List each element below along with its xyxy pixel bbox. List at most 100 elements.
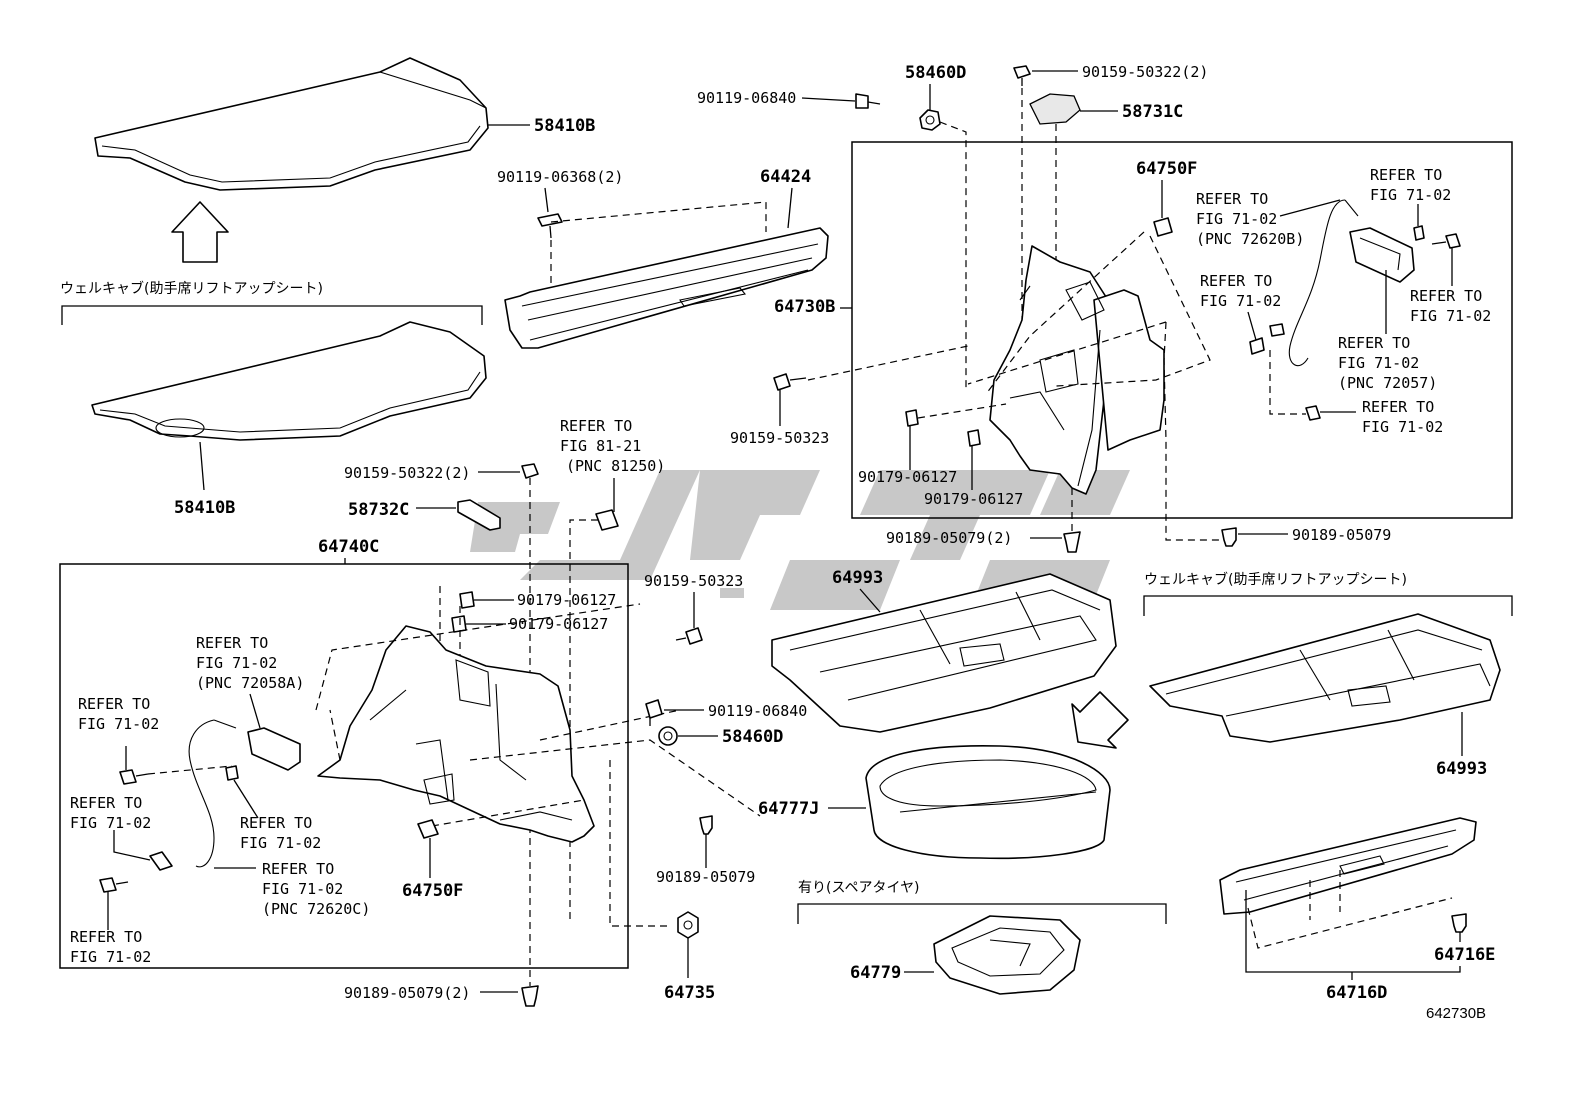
ref-fig-71-02-left-connector: REFER TO FIG 71-02: [70, 794, 151, 832]
label-90189-05079-mid: 90189-05079: [656, 868, 755, 886]
svg-text:REFER TO: REFER TO: [240, 814, 312, 832]
svg-text:FIG 71-02: FIG 71-02: [1370, 186, 1451, 204]
svg-text:REFER TO: REFER TO: [1338, 334, 1410, 352]
bolt-71-02-left-b: [99, 877, 129, 893]
clip-90179-06127-a: [905, 409, 919, 427]
clip-71-02-a: [1413, 225, 1425, 241]
nut-58460D-top: [919, 109, 941, 131]
svg-text:(PNC 72620C): (PNC 72620C): [262, 900, 370, 918]
label-90179-06127-d: 90179-06127: [509, 615, 608, 633]
svg-text:REFER TO: REFER TO: [1410, 287, 1482, 305]
variant-bracket-left: [61, 305, 483, 325]
svg-text:FIG 71-02: FIG 71-02: [262, 880, 343, 898]
variant-label-welcab-left: ウェルキャブ(助手席リフトアップシート): [60, 280, 323, 297]
svg-text:REFER TO: REFER TO: [70, 928, 142, 946]
label-64424: 64424: [760, 167, 811, 187]
clip-90179-06127-d: [451, 615, 467, 633]
ref-fig-71-02-left-bolt-a: REFER TO FIG 71-02: [78, 695, 159, 733]
spare-cushion-64779: [933, 915, 1081, 995]
clip-64716E: [1451, 913, 1467, 933]
nut-58460D-mid: [658, 726, 678, 746]
clip-71-02-left: [225, 765, 239, 781]
scuff-plate-64716D: [1219, 817, 1477, 915]
ref-fig-71-02-bolt-right: REFER TO FIG 71-02: [1410, 287, 1491, 325]
variant-label-spare-tire: 有り(スペアタイヤ): [798, 880, 920, 896]
label-90179-06127-c: 90179-06127: [517, 591, 616, 609]
svg-text:REFER TO: REFER TO: [1362, 398, 1434, 416]
label-90189-05079-2-bottom: 90189-05079(2): [344, 984, 470, 1002]
luggage-tray-64993-b: [1149, 613, 1501, 743]
svg-text:FIG 71-02: FIG 71-02: [70, 948, 151, 966]
ref-fig-71-02-bottom-bolt: REFER TO FIG 71-02: [1362, 398, 1443, 436]
bolt-90119-06840-top: [855, 93, 881, 109]
svg-text:FIG 71-02: FIG 71-02: [1410, 307, 1491, 325]
ref-fig-71-02-pnc-72058A: REFER TO FIG 71-02 (PNC 72058A): [196, 634, 304, 692]
clip-64750F-top: [1153, 217, 1173, 237]
bolt-71-02-a: [1431, 233, 1461, 249]
ref-fig-81-21: REFER TO FIG 81-21 (PNC 81250): [560, 417, 665, 475]
group-box-64730B: [851, 141, 1513, 519]
label-58460D-mid: 58460D: [722, 727, 783, 747]
ref-fig-71-02-pnc-72057: REFER TO FIG 71-02 (PNC 72057): [1338, 334, 1437, 392]
bracket-58732C: [457, 499, 501, 531]
svg-text:FIG 81-21: FIG 81-21: [560, 437, 641, 455]
cable-72620C: [188, 719, 237, 868]
scuff-plate-64424: [504, 227, 829, 349]
svg-text:REFER TO: REFER TO: [70, 794, 142, 812]
label-64993-b: 64993: [1436, 759, 1487, 779]
label-64777J: 64777J: [758, 799, 819, 819]
label-64740C: 64740C: [318, 537, 379, 557]
luggage-tray-64993-a: [771, 573, 1117, 733]
svg-text:REFER TO: REFER TO: [1370, 166, 1442, 184]
svg-text:REFER TO: REFER TO: [560, 417, 632, 435]
deck-board-58410B-bottom: [91, 321, 487, 491]
switch-72058A: [247, 727, 301, 771]
label-58460D-top: 58460D: [905, 63, 966, 83]
cable-72620B: [1288, 199, 1359, 367]
label-64735: 64735: [664, 983, 715, 1003]
cover-58731C: [1029, 93, 1081, 125]
switch-72057: [1349, 227, 1415, 283]
svg-text:FIG 71-02: FIG 71-02: [78, 715, 159, 733]
ref-fig-71-02-top-right: REFER TO FIG 71-02: [1370, 166, 1451, 204]
bolt-90159-50323-mid: [675, 627, 703, 645]
svg-text:FIG 71-02: FIG 71-02: [1200, 292, 1281, 310]
bolt-90119-06840-mid: [645, 699, 663, 726]
svg-text:FIG 71-02: FIG 71-02: [196, 654, 277, 672]
svg-text:REFER TO: REFER TO: [262, 860, 334, 878]
svg-text:REFER TO: REFER TO: [78, 695, 150, 713]
group-box-64740C: [59, 563, 629, 969]
label-64779: 64779: [850, 963, 901, 983]
svg-text:FIG 71-02: FIG 71-02: [1196, 210, 1277, 228]
spare-tray-64777J: [865, 744, 1111, 860]
variant-bracket-spare: [797, 903, 1167, 924]
clip-90189-05079-right: [1221, 527, 1237, 547]
clip-64750F-bottom: [417, 819, 439, 839]
label-64993-a: 64993: [832, 568, 883, 588]
svg-text:FIG 71-02: FIG 71-02: [70, 814, 151, 832]
label-64730B: 64730B: [774, 297, 835, 317]
svg-text:(PNC 81250): (PNC 81250): [566, 457, 665, 475]
clip-90189-05079-bottom: [521, 985, 539, 1007]
quarter-trim-64730B: [989, 245, 1165, 495]
variant-bracket-right: [1143, 595, 1513, 616]
label-90119-06840-top: 90119-06840: [697, 89, 796, 107]
label-64750F-bottom: 64750F: [402, 881, 463, 901]
bolt-90159-50323-top: [773, 373, 807, 391]
clip-90189-05079-mid: [699, 815, 713, 835]
label-90119-06840-mid: 90119-06840: [708, 702, 807, 720]
clip-90159-50322-mid: [521, 463, 539, 479]
arrow-up-icon: [171, 201, 229, 263]
ref-fig-71-02-left-clip: REFER TO FIG 71-02: [240, 814, 321, 852]
clip-90189-05079-top: [1063, 531, 1081, 553]
deck-board-58410B-top: [94, 57, 530, 191]
svg-text:(PNC 72620B): (PNC 72620B): [1196, 230, 1304, 248]
svg-text:FIG 71-02: FIG 71-02: [1362, 418, 1443, 436]
variant-label-welcab-right: ウェルキャブ(助手席リフトアップシート): [1144, 571, 1407, 588]
connector-71-02-left: [149, 851, 173, 871]
svg-text:REFER TO: REFER TO: [196, 634, 268, 652]
label-90189-05079-2-top: 90189-05079(2): [886, 529, 1012, 547]
clip-90179-06127-b: [967, 429, 981, 447]
bolt-71-02-b: [1305, 405, 1321, 421]
label-64716D: 64716D: [1326, 983, 1387, 1003]
